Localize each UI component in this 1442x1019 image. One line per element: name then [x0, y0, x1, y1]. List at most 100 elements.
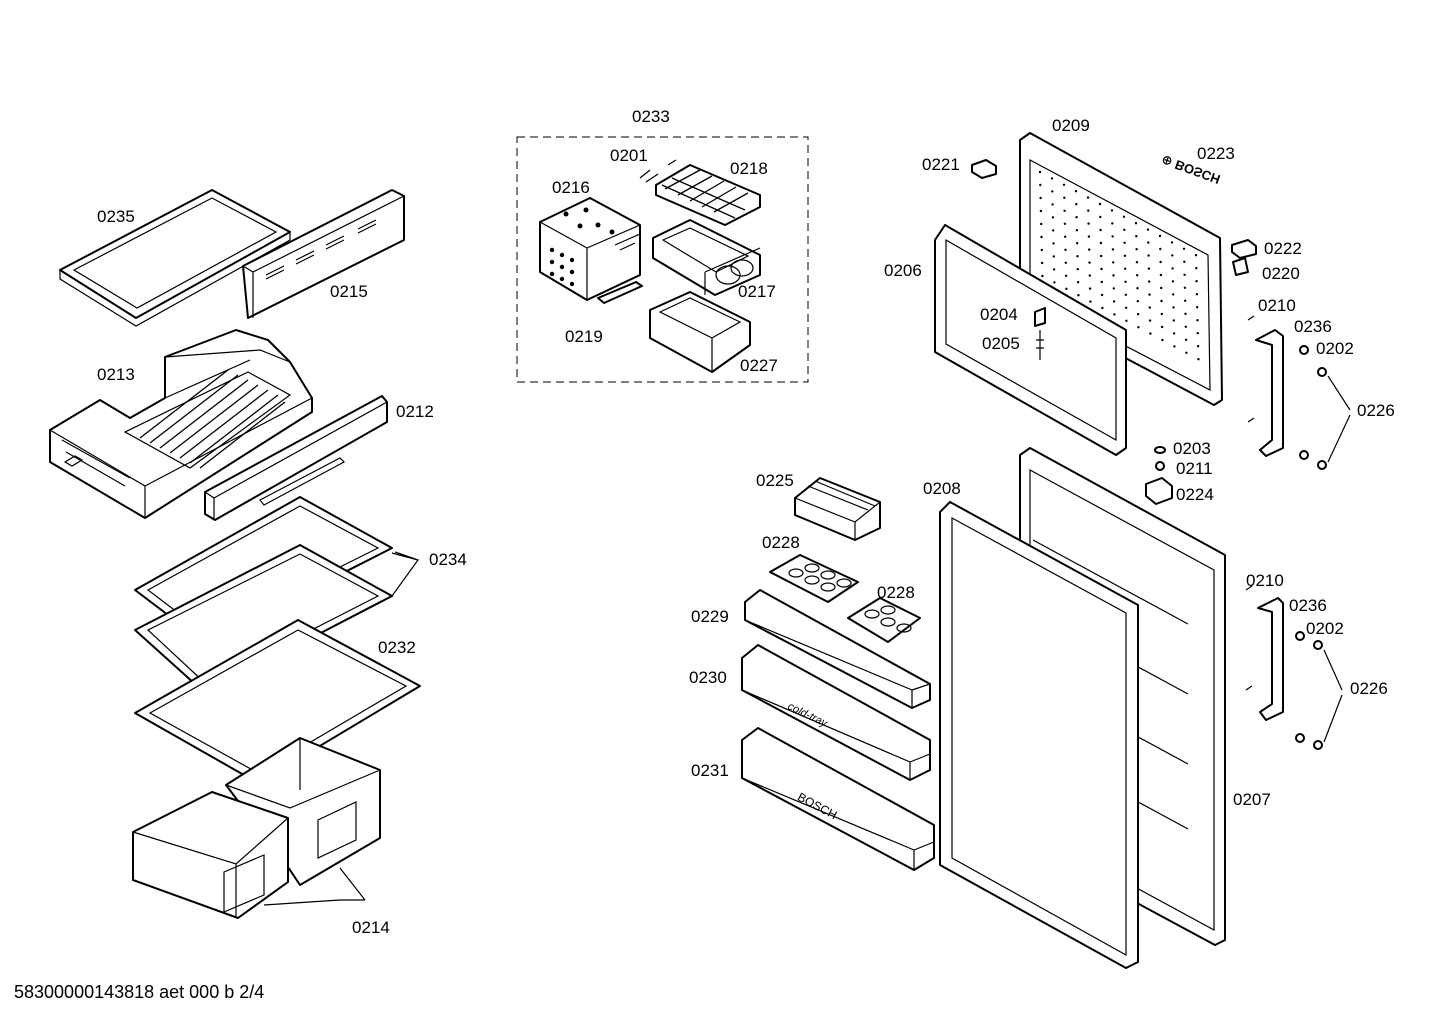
- door-liner-dot: [1086, 196, 1090, 199]
- part-0231-door-bin: [741, 727, 935, 871]
- door-liner-dot: [1052, 268, 1056, 271]
- label-0226-lower: 0226: [1350, 679, 1388, 698]
- door-liner-dot: [1136, 300, 1140, 303]
- door-liner-dot: [1149, 332, 1152, 335]
- door-liner-dot: [1195, 293, 1199, 296]
- door-liner-dot: [1148, 280, 1151, 283]
- door-liner-dot: [1112, 261, 1115, 264]
- door-liner-dot: [1110, 209, 1114, 212]
- part-0217-drawer-frame: [652, 219, 761, 296]
- door-liner-dot: [1051, 190, 1054, 193]
- door-liner-dot: [1064, 261, 1068, 264]
- door-liner-dot: [1113, 313, 1116, 316]
- door-liner-dot: [1098, 202, 1102, 206]
- part-0215-cover-panel: [242, 189, 405, 319]
- door-liner-dot: [1076, 255, 1079, 258]
- door-liner-dot: [1124, 293, 1128, 296]
- door-liner-dot: [1040, 248, 1044, 252]
- label-0210-upper: 0210: [1258, 296, 1296, 315]
- label-0225: 0225: [756, 471, 794, 490]
- door-liner-dot: [1040, 222, 1043, 226]
- part-0212-bar: [204, 395, 388, 521]
- door-liner-dot: [1052, 229, 1055, 232]
- door-liner-dot: [1147, 267, 1151, 270]
- label-0211: 0211: [1176, 459, 1213, 478]
- door-liner-dot: [1148, 293, 1151, 296]
- part-0209-freezer-door: [1019, 132, 1223, 406]
- door-liner-dot: [1184, 312, 1187, 315]
- part-0208-fridge-gasket: [939, 501, 1139, 969]
- door-liner-dot: [1124, 267, 1127, 270]
- label-0205: 0205: [982, 334, 1020, 353]
- door-liner-dot: [1063, 209, 1066, 212]
- door-liner-dot: [1065, 287, 1068, 290]
- door-liner-dot: [1089, 300, 1092, 303]
- door-liner-dot: [1100, 254, 1103, 258]
- small-parts-lower: [1145, 446, 1343, 750]
- door-liner-dot: [1039, 183, 1042, 187]
- label-0217: 0217: [738, 282, 776, 301]
- door-liner-dot: [1088, 287, 1092, 290]
- door-liner-dot: [1172, 319, 1176, 322]
- door-liner-dot: [1160, 312, 1164, 316]
- door-liner-dot: [1158, 234, 1162, 238]
- label-0216: 0216: [552, 178, 590, 197]
- door-liner-dot: [1173, 345, 1176, 348]
- door-liner-dot: [1124, 306, 1128, 309]
- label-0215: 0215: [330, 282, 368, 301]
- part-0219-strip: [597, 281, 643, 304]
- door-liner-dot: [1147, 241, 1150, 244]
- door-liner-dot: [1063, 196, 1066, 199]
- door-liner-dot: [1099, 228, 1102, 232]
- small-parts-upper: [971, 159, 1351, 470]
- label-0209: 0209: [1052, 116, 1090, 135]
- label-0233: 0233: [632, 107, 670, 126]
- door-liner-dot: [1123, 228, 1126, 231]
- door-liner-dot: [1148, 306, 1152, 309]
- door-liner-dot: [1159, 247, 1162, 251]
- label-0220: 0220: [1262, 264, 1300, 283]
- door-liner-dot: [1051, 203, 1054, 206]
- part-0214-crispers: [132, 737, 381, 919]
- door-liner-dot: [1184, 338, 1188, 341]
- document-footer-code: 58300000143818 aet 000 b 2/4: [14, 982, 265, 1002]
- door-liner-dot: [1183, 260, 1186, 263]
- part-0213-drawer: [49, 329, 313, 519]
- label-0222: 0222: [1264, 239, 1302, 258]
- door-liner-dot: [1159, 260, 1162, 264]
- door-liner-dot: [1087, 222, 1090, 225]
- label-0221: 0221: [922, 155, 960, 174]
- door-liner-dot: [1088, 248, 1091, 251]
- door-liner-dot: [1195, 267, 1198, 270]
- door-liner-dot: [1136, 313, 1140, 316]
- door-liner-dot: [1184, 325, 1188, 328]
- door-liner-dot: [1111, 235, 1114, 238]
- label-0201: 0201: [610, 146, 648, 165]
- part-0206-freezer-gasket: [934, 224, 1127, 456]
- door-liner-dot: [1172, 293, 1175, 296]
- door-liner-dot: [1160, 325, 1164, 329]
- door-liner-dot: [1052, 242, 1055, 245]
- door-liner-dot: [1160, 299, 1163, 303]
- door-liner-dot: [1112, 300, 1116, 303]
- door-liner-dot: [1136, 274, 1139, 277]
- label-0228-left: 0228: [762, 533, 800, 552]
- door-liner-dot: [1064, 235, 1067, 238]
- door-liner-dot: [1147, 254, 1150, 257]
- door-liner-dot: [1062, 183, 1066, 186]
- label-0235: 0235: [97, 207, 135, 226]
- door-liner-dot: [1123, 241, 1126, 244]
- door-liner-dot: [1137, 326, 1140, 329]
- label-0210-lower: 0210: [1246, 571, 1284, 590]
- door-liner-dot: [1170, 241, 1174, 244]
- door-liner-dot: [1136, 287, 1139, 290]
- door-liner-dot: [1100, 267, 1103, 271]
- door-liner-dot: [1197, 358, 1200, 361]
- door-liner-dot: [1172, 306, 1175, 309]
- door-liner-dot: [1076, 268, 1080, 271]
- door-liner-dot: [1040, 261, 1044, 265]
- door-liner-dot: [1112, 287, 1116, 290]
- door-liner-dot: [1111, 222, 1114, 225]
- label-0226-upper: 0226: [1357, 401, 1395, 420]
- door-liner-dot: [1123, 254, 1127, 257]
